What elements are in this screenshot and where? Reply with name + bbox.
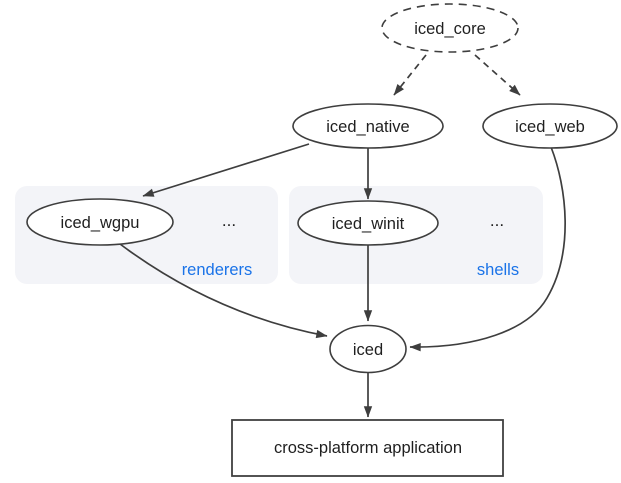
- edge-iced-core-to-iced-web: [474, 54, 521, 96]
- node-iced-winit: iced_winit: [297, 200, 439, 246]
- node-iced-wgpu-label: iced_wgpu: [61, 214, 140, 232]
- edge-iced-web-to-iced: [409, 146, 566, 352]
- node-iced-core-label: iced_core: [414, 20, 486, 38]
- edge-iced-core-to-iced-native: [393, 54, 427, 96]
- node-iced-shape: [329, 324, 407, 374]
- edge-iced-wgpu-to-iced: [119, 243, 328, 339]
- group-shells-label: shells: [477, 261, 519, 279]
- node-iced-native-shape: [292, 103, 444, 149]
- node-iced-winit-shape: [297, 200, 439, 246]
- group-renderers-ellipsis: ...: [222, 211, 236, 230]
- node-iced-native-label: iced_native: [326, 118, 409, 136]
- group-shells-ellipsis: ...: [490, 211, 504, 230]
- edges: [119, 54, 566, 418]
- node-iced-label: iced: [353, 341, 383, 359]
- node-app-label: cross-platform application: [274, 439, 462, 457]
- node-iced-wgpu-shape: [26, 198, 174, 246]
- node-app-shape: [231, 419, 504, 477]
- node-iced-web-label: iced_web: [515, 118, 585, 136]
- node-iced-web: iced_web: [482, 103, 618, 149]
- node-iced-core-shape: [381, 3, 519, 53]
- group-renderers-label: renderers: [182, 261, 253, 279]
- node-iced-web-shape: [482, 103, 618, 149]
- node-iced-native: iced_native: [292, 103, 444, 149]
- node-iced-winit-label: iced_winit: [332, 215, 405, 233]
- node-iced-core: iced_core: [381, 3, 519, 53]
- node-app: cross-platform application: [231, 419, 504, 477]
- node-iced-wgpu: iced_wgpu: [26, 198, 174, 246]
- node-iced: iced: [329, 324, 407, 374]
- edge-iced-native-to-iced-wgpu: [142, 143, 310, 197]
